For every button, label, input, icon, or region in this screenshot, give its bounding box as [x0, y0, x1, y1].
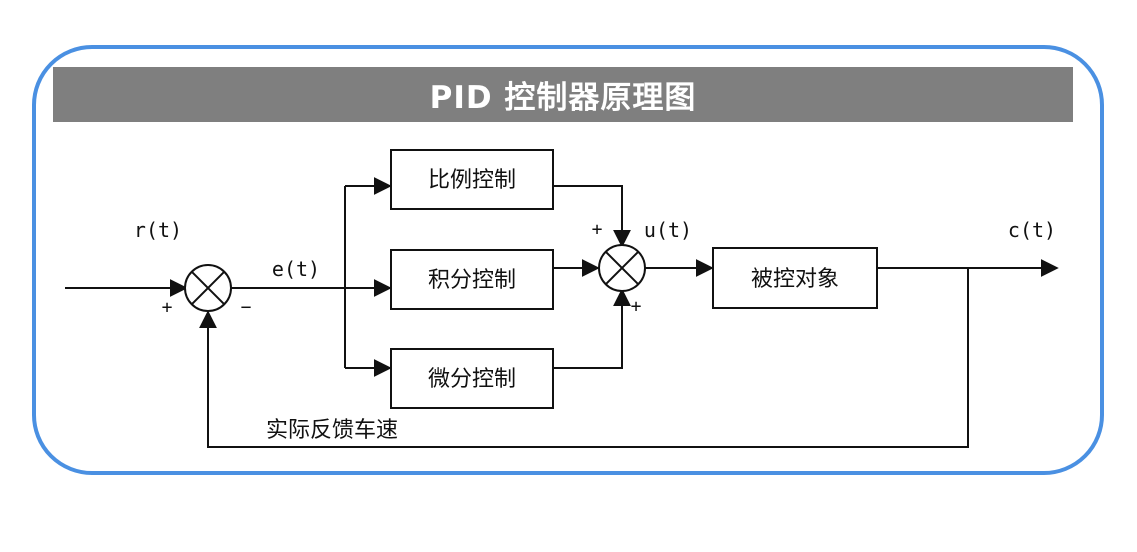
summing-junction-1	[184, 264, 232, 312]
plant-block-label: 被控对象	[751, 267, 839, 292]
proportional-output-line	[553, 185, 631, 248]
sum2-top-sign: +	[592, 219, 603, 240]
derivative-block-label: 微分控制	[428, 367, 516, 392]
feedback-line	[199, 268, 969, 448]
proportional-block: 比例控制	[390, 149, 554, 210]
page-title: PID 控制器原理图	[429, 80, 697, 116]
derivative-output-line	[553, 288, 631, 369]
proportional-block-label: 比例控制	[428, 168, 516, 193]
sum1-input-sign: +	[162, 297, 173, 318]
error-signal-label: e(t)	[272, 257, 320, 281]
reference-signal-label: r(t)	[134, 218, 182, 242]
integral-block: 积分控制	[390, 249, 554, 310]
plant-block: 被控对象	[712, 247, 878, 309]
integral-block-label: 积分控制	[428, 268, 516, 293]
title-bar: PID 控制器原理图	[53, 67, 1073, 122]
sum1-feedback-sign: −	[241, 297, 252, 318]
feedback-label: 实际反馈车速	[266, 418, 398, 443]
output-signal-label: c(t)	[1008, 218, 1056, 242]
control-signal-label: u(t)	[644, 218, 692, 242]
sum2-bottom-sign: +	[631, 296, 642, 317]
diagram-frame	[32, 45, 1104, 475]
derivative-block: 微分控制	[390, 348, 554, 409]
summing-junction-2	[598, 244, 646, 292]
